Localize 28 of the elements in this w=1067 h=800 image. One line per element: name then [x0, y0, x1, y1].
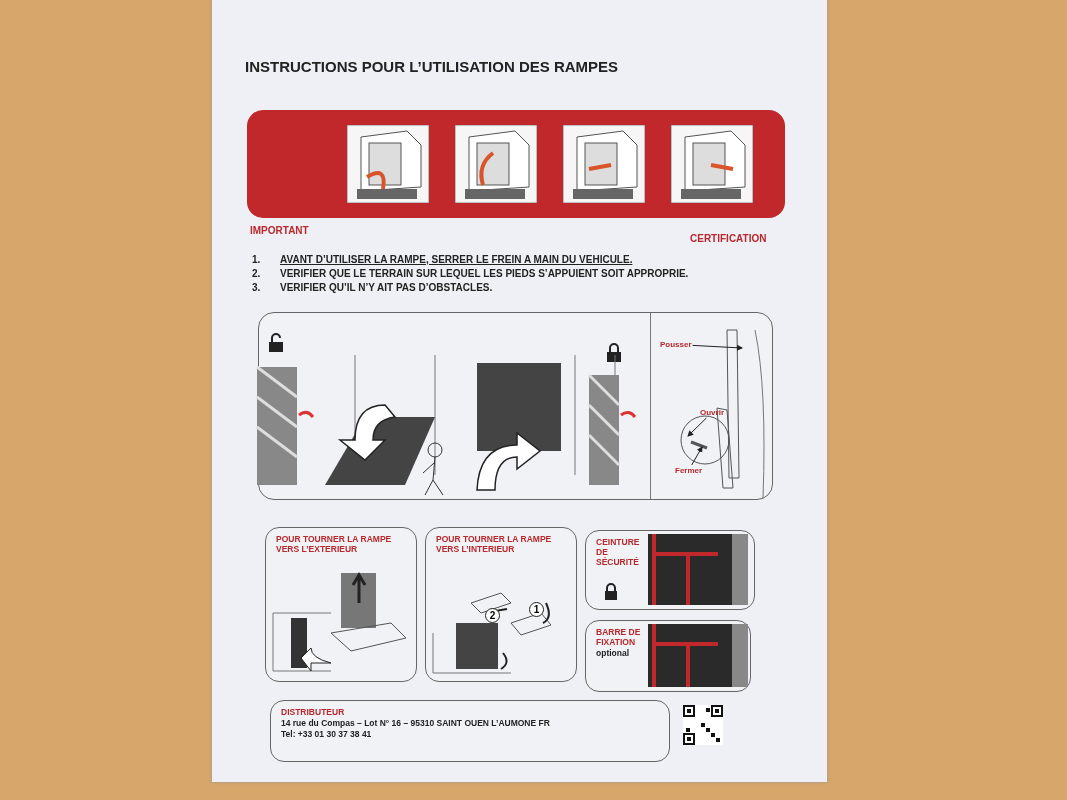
- list-number: 1.: [252, 254, 261, 265]
- instruction-card: [585, 620, 751, 692]
- callout-label: Ouvrir: [700, 408, 724, 417]
- panel-heading: DISTRIBUTEUR: [281, 707, 346, 717]
- leader-line: [692, 344, 743, 351]
- leader-line: [687, 417, 707, 437]
- contact-text: 14 rue du Compas – Lot N° 16 – 95310 SAINT OUEN L’AUMONE FR: [281, 718, 551, 728]
- callout-label: Fermer: [675, 466, 703, 475]
- note-text: optional: [596, 648, 631, 658]
- callout-label: Pousser: [660, 340, 692, 349]
- instruction-card: [265, 527, 417, 682]
- panel-heading: BARRE DE FIXATION: [596, 627, 642, 647]
- list-number: 2.: [252, 268, 261, 279]
- leader-line: [691, 446, 703, 466]
- instruction-text: AVANT D’UTILISER LA RAMPE, SERRER LE FREIN A MAIN DU VEHICULE.: [280, 254, 633, 265]
- instruction-text: VERIFIER QU’IL N’Y AIT PAS D’OBSTACLES.: [280, 282, 493, 293]
- list-number: 3.: [252, 282, 261, 293]
- instruction-card: [585, 530, 755, 610]
- section-heading: CERTIFICATION: [690, 233, 767, 244]
- instruction-card: [425, 527, 577, 682]
- distributor-card: [270, 700, 670, 762]
- title: INSTRUCTIONS POUR L’UTILISATION DES RAMPES: [245, 58, 619, 75]
- panel-heading: POUR TOURNER LA RAMPE VERS L’INTERIEUR: [436, 534, 553, 554]
- panel-heading: CEINTURE DE SÉCURITÉ: [596, 537, 641, 567]
- contact-text: Tel: +33 01 30 37 38 41: [281, 729, 373, 739]
- instruction-text: VERIFIER QUE LE TERRAIN SUR LEQUEL LES PIEDS S’APPUIENT SOIT APPROPRIE.: [280, 268, 689, 279]
- section-heading: IMPORTANT: [250, 225, 309, 236]
- panel-heading: POUR TOURNER LA RAMPE VERS L’EXTERIEUR: [276, 534, 393, 554]
